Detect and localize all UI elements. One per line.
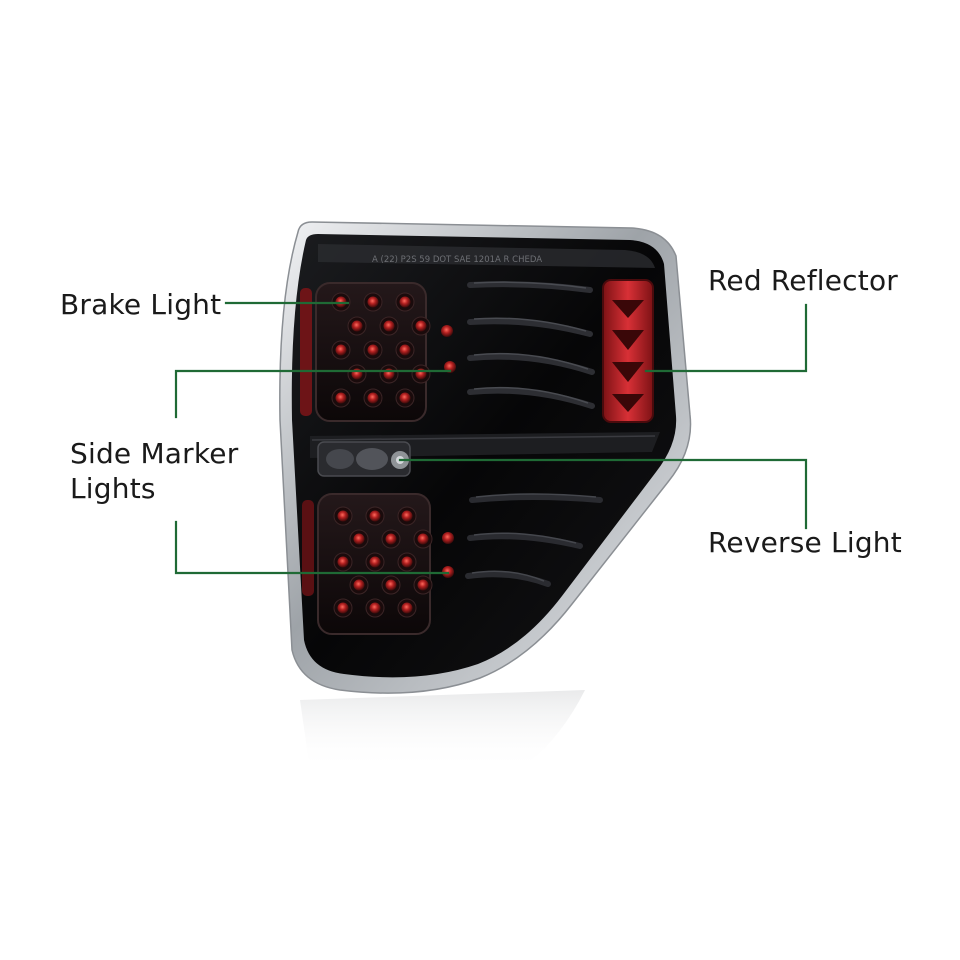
side-marker-led-upper-a xyxy=(441,325,453,337)
brake-led xyxy=(351,320,363,332)
brake-led xyxy=(337,510,349,522)
brake-led xyxy=(401,510,413,522)
brake-led xyxy=(383,320,395,332)
callout-side-marker-lights: Side Marker Lights xyxy=(70,436,238,506)
brake-led xyxy=(369,510,381,522)
brake-led xyxy=(399,296,411,308)
lens-markings: A (22) P2S 59 DOT SAE 1201A R CHEDA xyxy=(372,255,542,265)
callout-reverse-light: Reverse Light xyxy=(708,526,902,559)
brake-led xyxy=(401,556,413,568)
brake-led xyxy=(399,392,411,404)
callout-red-reflector: Red Reflector xyxy=(708,264,899,297)
red-reflector xyxy=(602,279,654,423)
brake-led-grid-lower xyxy=(333,506,433,618)
brake-led xyxy=(369,556,381,568)
upper-lens-fins xyxy=(467,281,595,409)
brake-led xyxy=(353,579,365,591)
leader-side-marker-upper xyxy=(174,369,452,419)
brake-led xyxy=(367,392,379,404)
brake-led xyxy=(385,533,397,545)
callout-side-marker-line2: Lights xyxy=(70,472,156,505)
brake-led-grid-upper xyxy=(331,292,431,408)
brake-led xyxy=(401,602,413,614)
leader-reverse-light xyxy=(398,458,808,530)
brake-led xyxy=(367,296,379,308)
callout-brake-light: Brake Light xyxy=(60,288,222,321)
brake-led xyxy=(417,579,429,591)
brake-led xyxy=(385,579,397,591)
brake-led xyxy=(417,533,429,545)
brake-led xyxy=(335,344,347,356)
floor-reflection xyxy=(300,690,585,770)
brake-led xyxy=(353,533,365,545)
brake-led xyxy=(415,320,427,332)
brake-led xyxy=(335,392,347,404)
lower-lens-fins xyxy=(465,494,603,587)
brake-led xyxy=(337,602,349,614)
side-marker-led-lower-a xyxy=(442,532,454,544)
leader-side-marker-lower xyxy=(174,520,450,575)
brake-led xyxy=(369,602,381,614)
callout-side-marker-line1: Side Marker xyxy=(70,437,239,470)
leader-red-reflector xyxy=(644,303,808,373)
brake-led xyxy=(399,344,411,356)
brake-led xyxy=(367,344,379,356)
side-marker-strip-upper xyxy=(300,288,312,416)
brake-led xyxy=(337,556,349,568)
